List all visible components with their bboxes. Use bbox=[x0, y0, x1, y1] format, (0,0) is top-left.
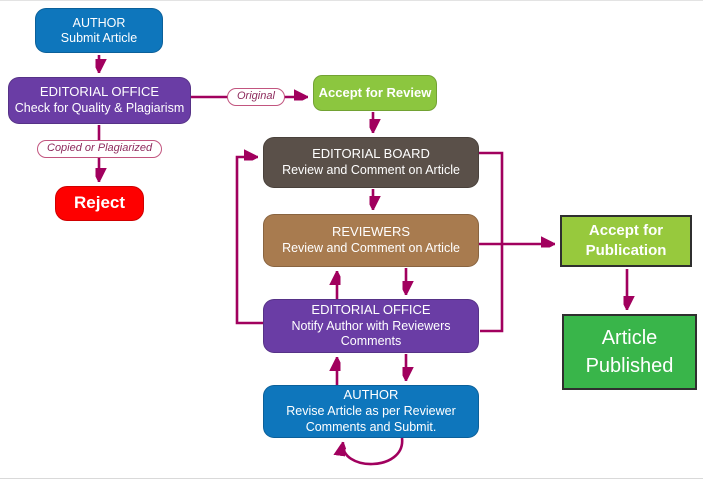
node-accept-for-publication: Accept for Publication bbox=[560, 215, 692, 267]
node-title: EDITORIAL OFFICE bbox=[311, 301, 431, 317]
edge-label-copied-or-plagiarized: Copied or Plagiarized bbox=[37, 140, 163, 158]
node-editorial-board: EDITORIAL BOARD Review and Comment on Ar… bbox=[263, 137, 479, 188]
node-title: AUTHOR bbox=[343, 387, 399, 403]
node-subtitle: Review and Comment on Article bbox=[282, 241, 460, 256]
node-subtitle: Check for Quality & Plagiarism bbox=[14, 101, 185, 116]
node-subtitle: Revise Article as per Reviewer Comments … bbox=[286, 404, 456, 434]
node-title: Accept for Review bbox=[318, 84, 432, 100]
edge-author-self-loop bbox=[343, 437, 404, 466]
node-accept-for-review: Accept for Review bbox=[313, 75, 437, 111]
edge-office-loop-to-board bbox=[235, 157, 263, 325]
node-subtitle: Submit Article bbox=[60, 30, 138, 45]
node-title: EDITORIAL OFFICE bbox=[39, 84, 160, 100]
node-reject: Reject bbox=[55, 186, 144, 221]
node-author-revise: AUTHOR Revise Article as per Reviewer Co… bbox=[263, 385, 479, 438]
node-subtitle: Notify Author with Reviewers Comments bbox=[291, 318, 451, 349]
node-author-submit: AUTHOR Submit Article bbox=[35, 8, 163, 53]
node-reviewers: REVIEWERS Review and Comment on Article bbox=[263, 214, 479, 267]
node-title: Accept for Publication bbox=[585, 221, 667, 259]
node-article-published: Article Published bbox=[562, 314, 697, 390]
node-editorial-office-check: EDITORIAL OFFICE Check for Quality & Pla… bbox=[8, 77, 191, 124]
node-subtitle: Review and Comment on Article bbox=[282, 163, 460, 178]
node-title: Reject bbox=[73, 193, 126, 213]
edge-label-original: Original bbox=[227, 88, 285, 106]
edge-board-office-right-rail bbox=[479, 151, 504, 333]
node-title: AUTHOR bbox=[72, 15, 126, 30]
node-title: Article Published bbox=[585, 327, 674, 377]
node-title: EDITORIAL BOARD bbox=[312, 146, 430, 162]
node-title: REVIEWERS bbox=[331, 224, 410, 240]
node-editorial-office-notify: EDITORIAL OFFICE Notify Author with Revi… bbox=[263, 299, 479, 353]
